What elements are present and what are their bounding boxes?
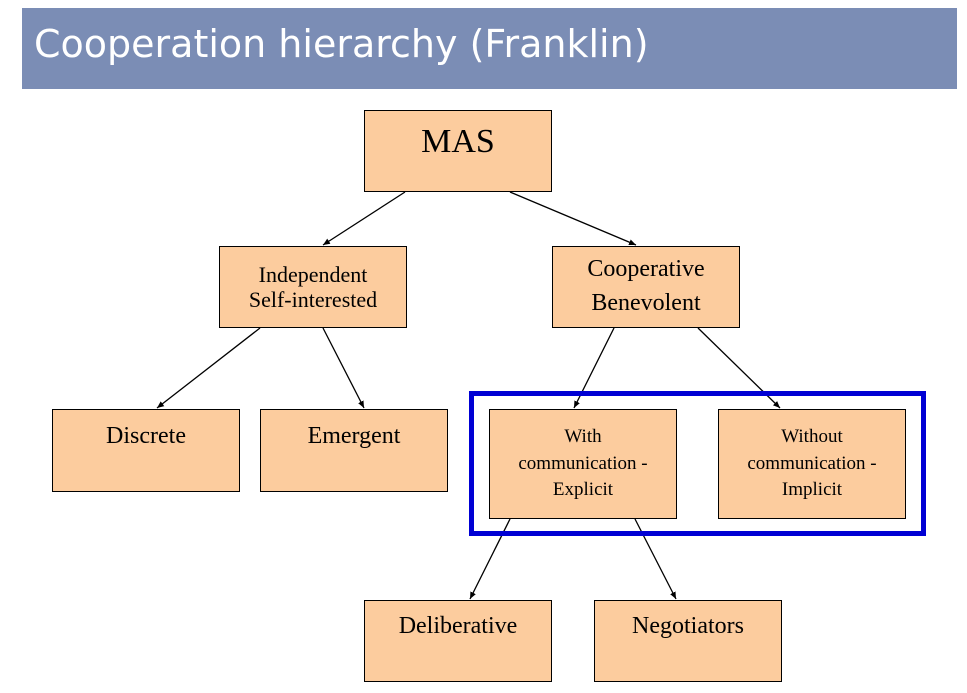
- node-label: Cooperative Benevolent: [587, 256, 705, 316]
- node-negotiators: Negotiators: [594, 600, 782, 682]
- node-label: Discrete: [106, 422, 186, 449]
- node-label: With communication - Explicit: [518, 426, 648, 501]
- edge-mas-cooperative: [509, 191, 637, 246]
- title-bar: Cooperation hierarchy (Franklin): [22, 8, 957, 89]
- node-label: Without communication - Implicit: [747, 426, 877, 501]
- edge-independent-discrete: [156, 327, 261, 409]
- node-independent: Independent Self-interested: [219, 246, 407, 328]
- node-without-communication: Without communication - Implicit: [718, 409, 906, 519]
- node-label: MAS: [421, 123, 495, 161]
- node-cooperative: Cooperative Benevolent: [552, 246, 740, 328]
- node-label: Negotiators: [632, 613, 744, 640]
- node-label: Emergent: [307, 422, 401, 449]
- edge-independent-emergent: [322, 327, 365, 409]
- node-mas: MAS: [364, 110, 552, 192]
- node-with-communication: With communication - Explicit: [489, 409, 677, 519]
- node-label: Deliberative: [398, 613, 518, 640]
- node-emergent: Emergent: [260, 409, 448, 492]
- edge-mas-independent: [322, 191, 406, 246]
- node-label: Independent Self-interested: [248, 261, 378, 312]
- highlight-box: [469, 391, 926, 536]
- node-deliberative: Deliberative: [364, 600, 552, 682]
- node-discrete: Discrete: [52, 409, 240, 492]
- slide-title: Cooperation hierarchy (Franklin): [34, 22, 649, 66]
